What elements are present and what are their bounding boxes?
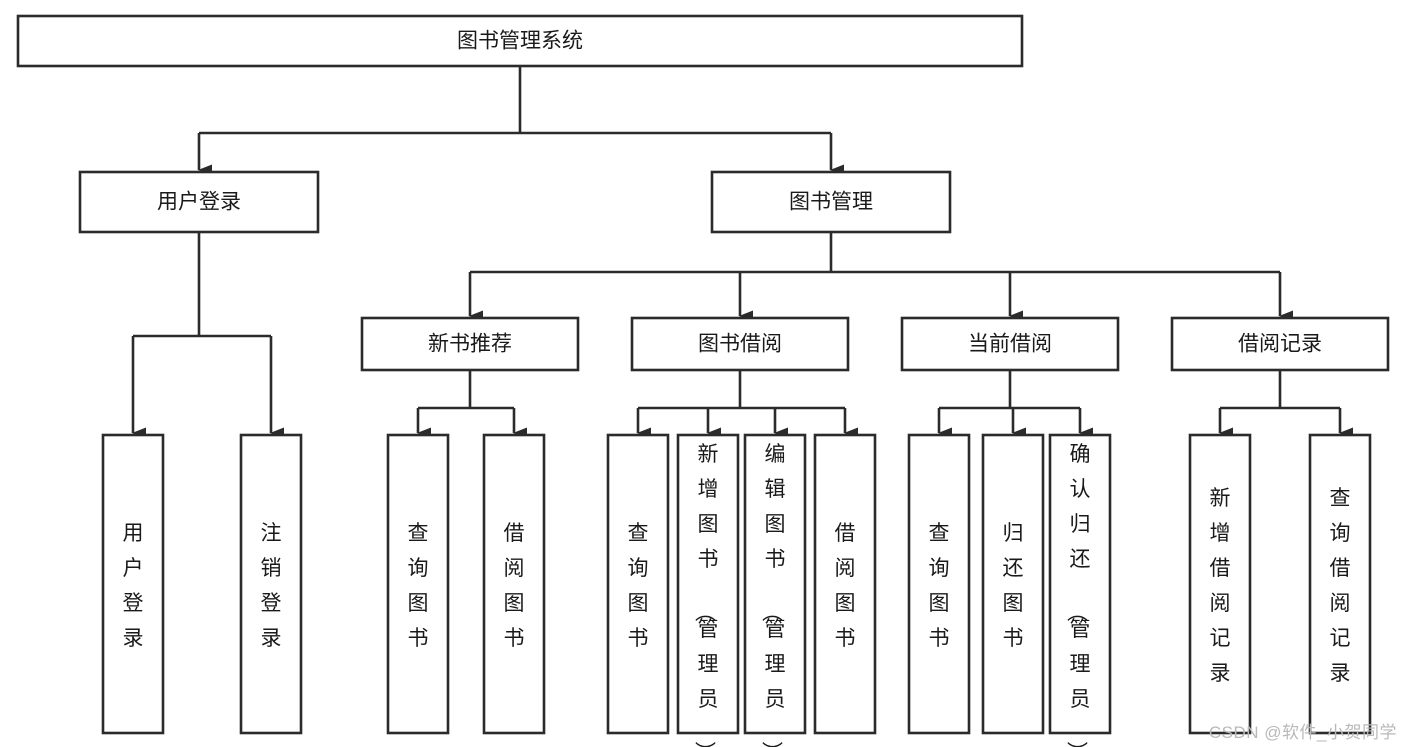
node-layer: 图书管理系统用户登录图书管理新书推荐图书借阅当前借阅借阅记录用户登录注销登录查询… xyxy=(16,14,1390,747)
node-label: 新增借阅记录 xyxy=(1210,487,1231,685)
node-label: 查询图书 xyxy=(408,522,429,650)
node-label: 确认归还（管理员） xyxy=(1065,443,1091,747)
node-box xyxy=(101,433,165,735)
node-box xyxy=(907,433,971,735)
connector-layer xyxy=(131,66,1353,439)
node-box xyxy=(78,170,320,234)
node-box xyxy=(606,433,670,735)
node-box xyxy=(1308,433,1372,735)
node-leaf-3-借阅图书[interactable]: 借阅图书 xyxy=(482,433,546,735)
node-label: 新增图书（管理员） xyxy=(693,443,719,747)
node-label: 用户登录 xyxy=(157,191,241,214)
node-box xyxy=(239,433,303,735)
node-label: 用户登录 xyxy=(123,522,144,650)
node-box xyxy=(386,433,450,735)
node-label: 归还图书 xyxy=(1003,522,1024,650)
node-leaf-2-查询图书[interactable]: 查询图书 xyxy=(386,433,450,735)
node-box xyxy=(1048,433,1112,735)
node-label: 图书借阅 xyxy=(698,333,782,356)
node-label: 查询借阅记录 xyxy=(1330,487,1351,685)
watermark-label: CSDN @软件_小贺同学 xyxy=(1208,723,1397,742)
node-box xyxy=(900,316,1120,372)
node-leaf-0-用户登录[interactable]: 用户登录 xyxy=(101,433,165,735)
node-leaf-11-新增借阅记录[interactable]: 新增借阅记录 xyxy=(1188,433,1252,735)
node-box xyxy=(981,433,1045,735)
node-label: 当前借阅 xyxy=(968,333,1052,356)
node-box xyxy=(743,433,807,735)
node-leaf-5-新增图书管理员[interactable]: 新增图书（管理员） xyxy=(676,433,740,747)
node-box xyxy=(360,316,580,372)
node-label: 图书管理 xyxy=(789,191,873,214)
node-l3-当前借阅[interactable]: 当前借阅 xyxy=(900,316,1120,372)
node-label: 图书管理系统 xyxy=(457,30,583,53)
node-l3-新书推荐[interactable]: 新书推荐 xyxy=(360,316,580,372)
node-box xyxy=(710,170,952,234)
node-label: 编辑图书（管理员） xyxy=(760,443,786,747)
node-l3-借阅记录[interactable]: 借阅记录 xyxy=(1170,316,1390,372)
node-box xyxy=(16,14,1024,68)
node-label: 借阅记录 xyxy=(1238,333,1322,356)
node-box xyxy=(482,433,546,735)
node-label: 查询图书 xyxy=(628,522,649,650)
node-box xyxy=(1170,316,1390,372)
node-leaf-1-注销登录[interactable]: 注销登录 xyxy=(239,433,303,735)
node-box xyxy=(630,316,850,372)
node-box xyxy=(813,433,877,735)
node-l2-图书管理[interactable]: 图书管理 xyxy=(710,170,952,234)
node-l3-图书借阅[interactable]: 图书借阅 xyxy=(630,316,850,372)
node-label: 借阅图书 xyxy=(504,522,525,650)
node-leaf-9-归还图书[interactable]: 归还图书 xyxy=(981,433,1045,735)
node-label: 新书推荐 xyxy=(428,333,512,356)
node-leaf-6-编辑图书管理员[interactable]: 编辑图书（管理员） xyxy=(743,433,807,747)
node-leaf-4-查询图书[interactable]: 查询图书 xyxy=(606,433,670,735)
node-label: 查询图书 xyxy=(929,522,950,650)
node-box xyxy=(676,433,740,735)
node-root-图书管理系统[interactable]: 图书管理系统 xyxy=(16,14,1024,68)
node-leaf-7-借阅图书[interactable]: 借阅图书 xyxy=(813,433,877,735)
node-leaf-10-确认归还管理员[interactable]: 确认归还（管理员） xyxy=(1048,433,1112,747)
node-label: 注销登录 xyxy=(261,522,282,650)
node-leaf-12-查询借阅记录[interactable]: 查询借阅记录 xyxy=(1308,433,1372,735)
node-label: 借阅图书 xyxy=(835,522,856,650)
node-l2-用户登录[interactable]: 用户登录 xyxy=(78,170,320,234)
node-box xyxy=(1188,433,1252,735)
node-leaf-8-查询图书[interactable]: 查询图书 xyxy=(907,433,971,735)
